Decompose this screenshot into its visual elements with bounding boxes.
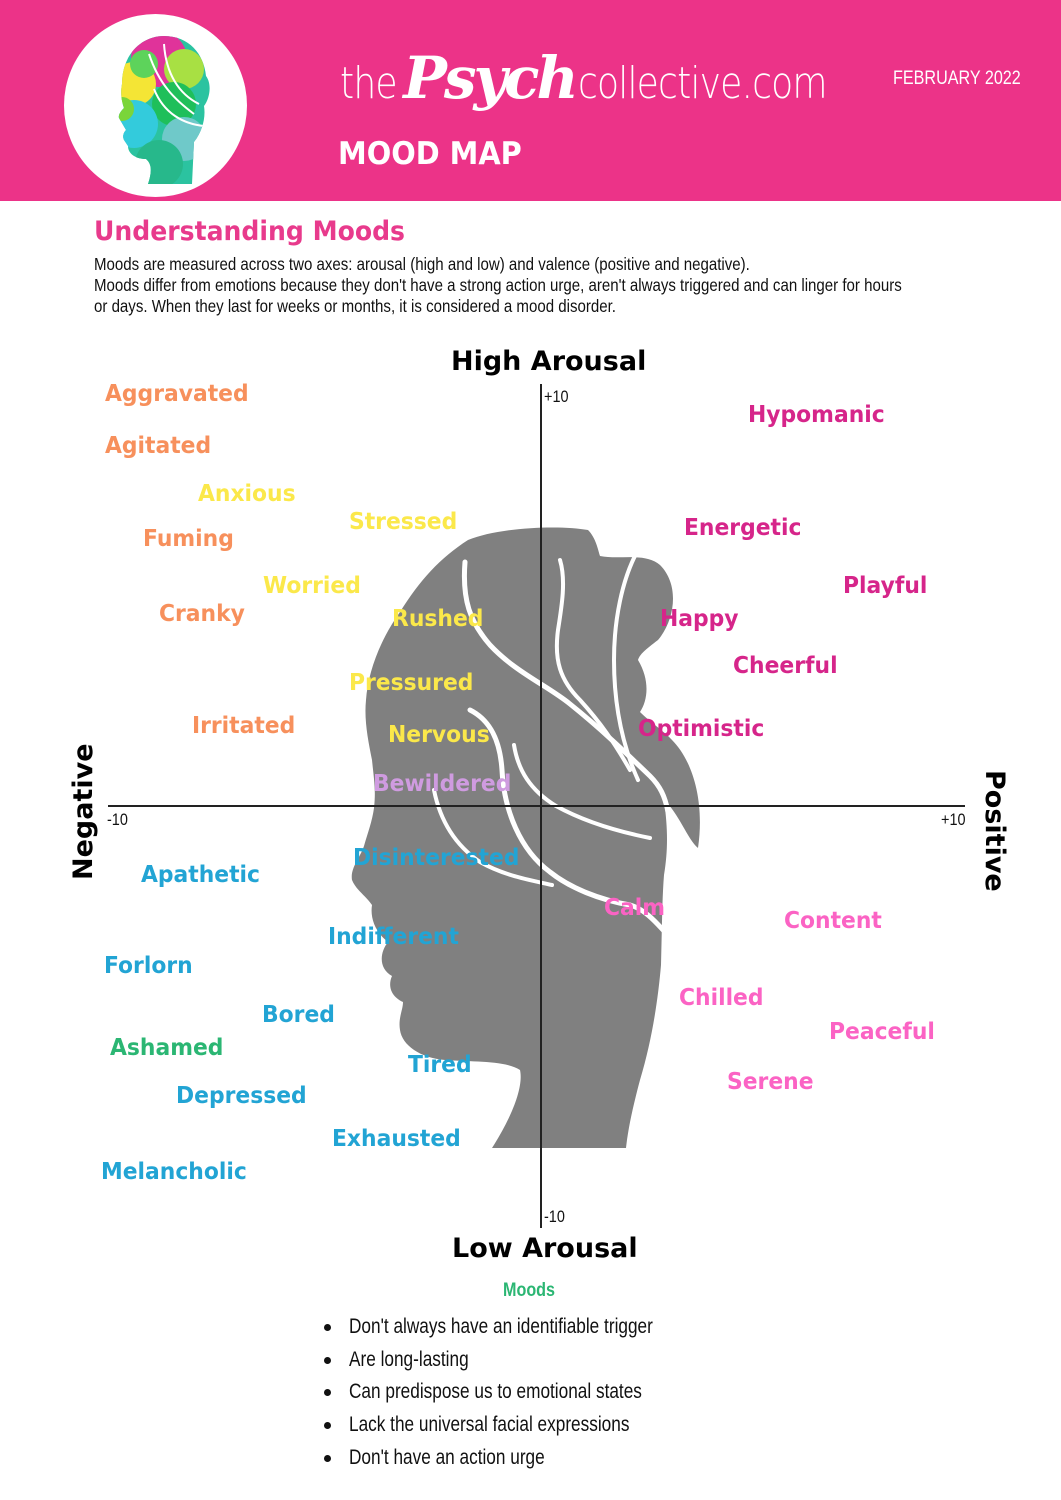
axis-label-high-arousal: High Arousal bbox=[451, 346, 647, 377]
section-title: Understanding Moods bbox=[94, 216, 406, 247]
mood-label-bewildered: Bewildered bbox=[373, 771, 512, 797]
bullet-icon bbox=[324, 1356, 331, 1364]
bullet-icon bbox=[324, 1422, 331, 1430]
mood-label-anxious: Anxious bbox=[198, 481, 296, 507]
mood-label-optimistic: Optimistic bbox=[638, 716, 765, 742]
mood-label-aggravated: Aggravated bbox=[105, 381, 249, 407]
mood-label-ashamed: Ashamed bbox=[110, 1035, 224, 1061]
mood-label-melancholic: Melancholic bbox=[101, 1159, 247, 1185]
mood-label-pressured: Pressured bbox=[349, 670, 474, 696]
tick-x-min: -10 bbox=[107, 810, 128, 829]
mood-label-depressed: Depressed bbox=[176, 1083, 307, 1109]
summary-list: Don't always have an identifiable trigge… bbox=[322, 1311, 720, 1475]
mood-label-apathetic: Apathetic bbox=[141, 862, 261, 888]
list-item: Lack the universal facial expressions bbox=[322, 1409, 720, 1442]
axis-label-low-arousal: Low Arousal bbox=[452, 1233, 638, 1264]
list-item: Can predispose us to emotional states bbox=[322, 1376, 720, 1409]
mood-label-chilled: Chilled bbox=[679, 985, 764, 1011]
mood-label-calm: Calm bbox=[604, 895, 666, 921]
tick-y-min: -10 bbox=[544, 1207, 565, 1226]
intro-line: Moods are measured across two axes: arou… bbox=[94, 254, 750, 274]
valence-axis bbox=[108, 805, 965, 807]
mood-label-forlorn: Forlorn bbox=[104, 953, 193, 979]
site-name-prefix: the bbox=[340, 58, 398, 109]
mood-label-nervous: Nervous bbox=[388, 722, 490, 748]
intro-paragraph: Moods are measured across two axes: arou… bbox=[94, 254, 937, 317]
mood-label-rushed: Rushed bbox=[392, 606, 484, 632]
intro-line: or days. When they last for weeks or mon… bbox=[94, 296, 616, 316]
mood-label-serene: Serene bbox=[727, 1069, 814, 1095]
mood-label-peaceful: Peaceful bbox=[829, 1019, 935, 1045]
mood-label-content: Content bbox=[784, 908, 882, 934]
logo bbox=[64, 14, 247, 197]
mood-label-tired: Tired bbox=[408, 1052, 472, 1078]
mood-label-bored: Bored bbox=[262, 1002, 335, 1028]
colorful-head-logo-icon bbox=[118, 36, 210, 184]
mood-label-stressed: Stressed bbox=[349, 509, 458, 535]
page-title: MOOD MAP bbox=[338, 136, 522, 172]
mood-label-indifferent: Indifferent bbox=[328, 924, 459, 950]
bullet-icon bbox=[324, 1454, 331, 1462]
site-name: the Psych collective.com bbox=[340, 44, 881, 114]
summary-heading: Moods bbox=[503, 1280, 556, 1301]
mood-label-irritated: Irritated bbox=[192, 713, 296, 739]
tick-x-max: +10 bbox=[941, 810, 966, 829]
mood-label-energetic: Energetic bbox=[684, 515, 802, 541]
list-item: Don't always have an identifiable trigge… bbox=[322, 1311, 720, 1344]
issue-date: FEBRUARY 2022 bbox=[893, 68, 1021, 89]
site-name-suffix: collective.com bbox=[577, 58, 828, 109]
bullet-icon bbox=[324, 1389, 331, 1397]
intro-line: Moods differ from emotions because they … bbox=[94, 275, 902, 295]
mood-label-playful: Playful bbox=[843, 573, 928, 599]
mood-label-happy: Happy bbox=[660, 606, 739, 632]
bullet-icon bbox=[324, 1324, 331, 1331]
header-banner: the Psych collective.com FEBRUARY 2022 M… bbox=[0, 0, 1061, 201]
mood-label-cranky: Cranky bbox=[159, 601, 245, 627]
mood-label-exhausted: Exhausted bbox=[332, 1126, 461, 1152]
tick-y-max: +10 bbox=[544, 387, 569, 406]
mood-label-hypomanic: Hypomanic bbox=[748, 402, 885, 428]
mood-label-cheerful: Cheerful bbox=[733, 653, 838, 679]
site-name-script: Psych bbox=[403, 44, 578, 112]
mood-label-fuming: Fuming bbox=[143, 526, 234, 552]
list-item: Don't have an action urge bbox=[322, 1442, 720, 1475]
list-item: Are long-lasting bbox=[322, 1344, 720, 1377]
mood-label-disinterested: Disinterested bbox=[353, 845, 520, 871]
mood-label-agitated: Agitated bbox=[105, 433, 212, 459]
mood-label-worried: Worried bbox=[263, 573, 361, 599]
